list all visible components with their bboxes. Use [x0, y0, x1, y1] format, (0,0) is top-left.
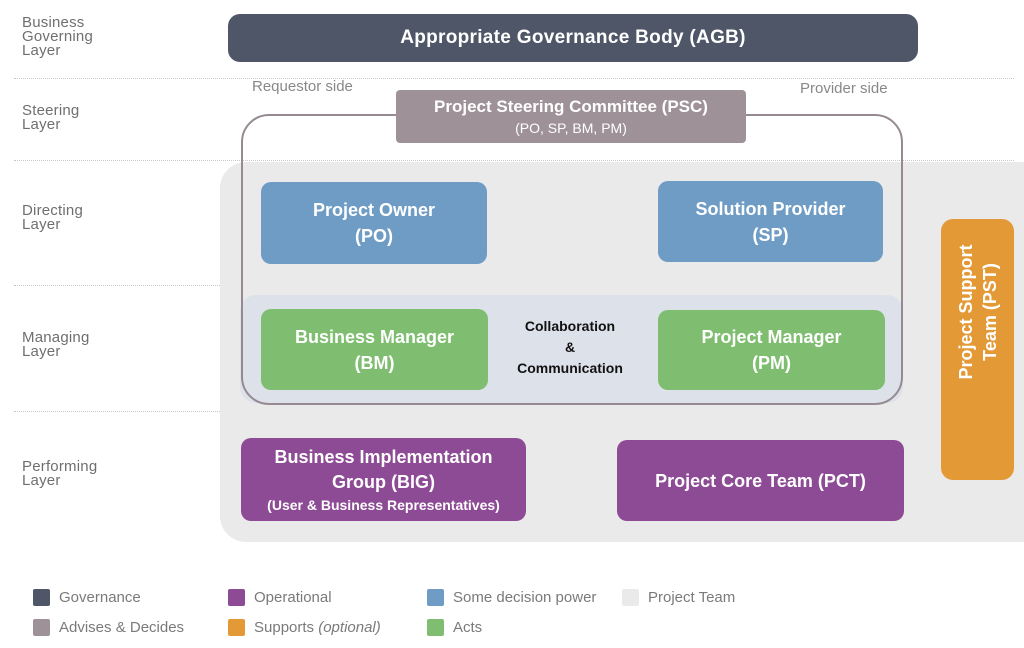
psc-members: (PO, SP, BM, PM): [515, 119, 627, 136]
big-title-line2: Group (BIG): [332, 471, 435, 492]
legend-swatch: [427, 619, 444, 636]
big-subtitle: (User & Business Representatives): [267, 496, 500, 513]
legend-label: Supports: [254, 619, 315, 636]
project-manager-title: Project Manager: [701, 327, 842, 347]
layer-label-steering: Steering Layer: [22, 102, 80, 133]
legend-swatch: [33, 619, 50, 636]
legend-item-advises-decides: Advises & Decides: [33, 619, 184, 636]
business-manager-box: Business Manager (BM): [261, 309, 488, 390]
ampersand-text: &: [564, 339, 576, 355]
legend-label-optional: (optional): [318, 619, 381, 636]
legend-item-acts: Acts: [427, 619, 482, 636]
project-core-team-box: Project Core Team (PCT): [617, 440, 904, 521]
business-implementation-group-box: Business Implementation Group (BIG) (Use…: [241, 438, 526, 521]
legend-label: Some decision power: [453, 589, 597, 606]
layer-label-business-governing: Business Governing Layer: [22, 14, 94, 59]
legend-swatch: [228, 589, 245, 606]
legend-swatch: [622, 589, 639, 606]
solution-provider-box: Solution Provider (SP): [658, 181, 883, 262]
project-support-team-title: Project Support Team (PST): [956, 244, 1000, 380]
legend-label: Project Team: [648, 589, 736, 606]
legend-item-supports: Supports (optional): [228, 619, 381, 636]
legend-label: Advises & Decides: [59, 619, 185, 636]
communication-text: Communication: [517, 360, 623, 376]
layer-label-managing: Managing Layer: [22, 329, 90, 360]
project-core-team-title: Project Core Team (PCT): [655, 470, 866, 491]
legend-label: Governance: [59, 589, 141, 606]
solution-provider-title: Solution Provider: [695, 198, 846, 219]
agb-title: Appropriate Governance Body (AGB): [400, 27, 746, 48]
legend-item-governance: Governance: [33, 589, 141, 606]
project-owner-abbr: (PO): [355, 226, 393, 246]
layer-divider: [14, 160, 1014, 161]
agb-box: Appropriate Governance Body (AGB): [228, 14, 918, 62]
legend-label: Acts: [453, 619, 483, 636]
legend-label: Operational: [254, 589, 332, 606]
legend-swatch: [228, 619, 245, 636]
project-support-team-box: Project Support Team (PST): [941, 219, 1014, 480]
layer-label-directing: Directing Layer: [22, 202, 83, 233]
legend-item-some-decision-power: Some decision power: [427, 589, 596, 606]
project-manager-box: Project Manager (PM): [658, 310, 885, 390]
big-title-line1: Business Implementation: [274, 446, 493, 467]
layer-label-performing: Performing Layer: [22, 458, 98, 489]
collaboration-text: Collaboration: [524, 318, 616, 334]
requestor-side-label: Requestor side: [252, 78, 353, 95]
legend-swatch: [33, 589, 50, 606]
legend-item-project-team: Project Team: [622, 589, 735, 606]
legend-swatch: [427, 589, 444, 606]
layer-divider: [14, 78, 1014, 79]
collaboration-communication-label: Collaboration & Communication: [500, 316, 640, 379]
solution-provider-abbr: (SP): [752, 224, 789, 245]
provider-side-label: Provider side: [800, 80, 888, 97]
psc-title: Project Steering Committee (PSC): [434, 96, 708, 116]
project-manager-abbr: (PM): [752, 353, 791, 373]
project-owner-box: Project Owner (PO): [261, 182, 487, 264]
psc-box: Project Steering Committee (PSC) (PO, SP…: [396, 90, 746, 143]
project-owner-title: Project Owner: [312, 200, 436, 220]
business-manager-title: Business Manager: [294, 326, 455, 347]
legend-item-operational: Operational: [228, 589, 332, 606]
business-manager-abbr: (BM): [354, 352, 395, 373]
